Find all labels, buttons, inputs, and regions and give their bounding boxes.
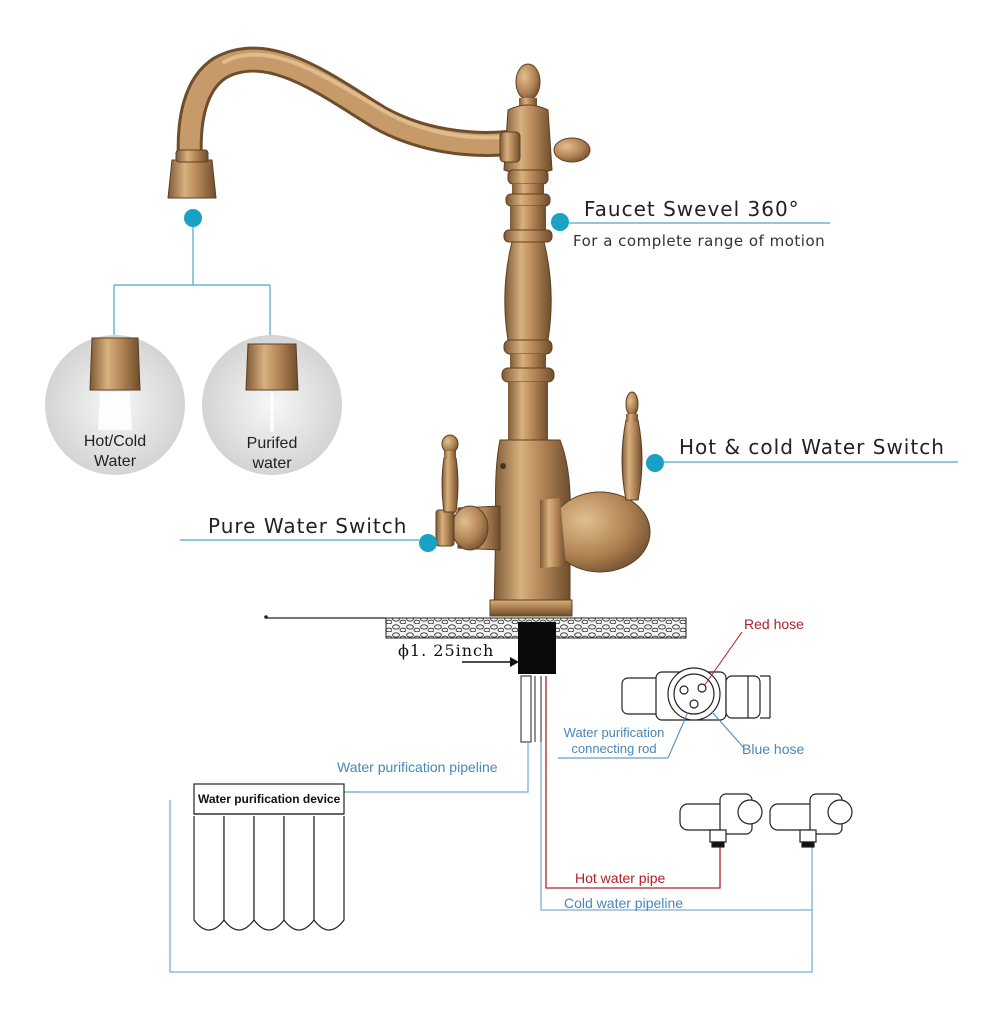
blue-hose-label: Blue hose [742, 741, 805, 757]
purified-outlet-label: Purifed water [222, 434, 322, 474]
purification-pipeline-label: Water purification pipeline [337, 759, 498, 775]
valve-icon [679, 793, 763, 848]
connecting-rod-line1: Water purification [563, 725, 665, 740]
connecting-rod-label: Water purification connecting rod [556, 725, 672, 757]
callout-markers [180, 209, 958, 552]
diameter-label: ϕ1. 25inch [398, 641, 495, 660]
purified-outlet-line1: Purifed [246, 435, 298, 452]
hot-cold-outlet-line1: Hot/Cold [83, 433, 147, 450]
teal-dot-icon [419, 534, 437, 552]
purification-device-label: Water purification device [198, 792, 341, 806]
hot-cold-switch-label: Hot & cold Water Switch [679, 435, 945, 459]
pure-water-switch-label: Pure Water Switch [208, 514, 408, 538]
teal-dot-icon [184, 209, 202, 227]
teal-dot-icon [646, 454, 664, 472]
faucet-illustration [167, 46, 651, 617]
hot-water-pipe-label: Hot water pipe [575, 870, 666, 886]
swivel-callout-subtitle: For a complete range of motion [573, 232, 826, 250]
cold-water-pipeline-label: Cold water pipeline [564, 895, 684, 911]
installation-schematic [169, 615, 853, 973]
teal-dot-icon [551, 213, 569, 231]
swivel-callout-title: Faucet Swevel 360° [584, 197, 800, 221]
valve-icon [769, 793, 853, 848]
connecting-rod-line2: connecting rod [571, 741, 657, 756]
outlet-circles [45, 218, 342, 475]
hot-cold-outlet-line2: Water [93, 453, 137, 470]
hot-cold-outlet-label: Hot/Cold Water [65, 432, 165, 472]
red-hose-label: Red hose [744, 616, 804, 632]
hose-connector-icon [621, 667, 771, 721]
filter-cartridge-icon [193, 816, 345, 931]
purified-outlet-line2: water [252, 455, 292, 472]
